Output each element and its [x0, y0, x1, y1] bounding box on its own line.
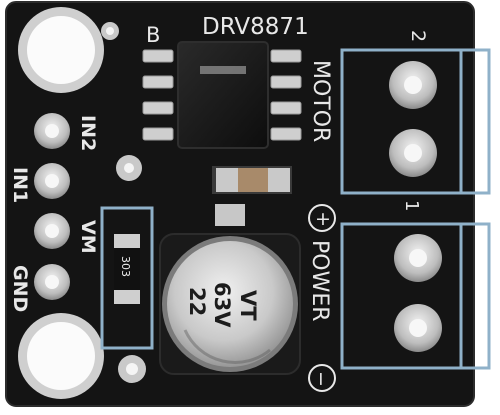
motor-terminal-block — [340, 48, 491, 195]
resistor-code: 303 — [119, 256, 132, 277]
corner-letter: B — [146, 23, 160, 47]
terminal-number-2: 2 — [407, 30, 429, 42]
capacitor-line-1: 22 — [185, 287, 209, 316]
power-label: POWER — [307, 240, 332, 322]
plus-marker: + — [308, 204, 336, 232]
power-terminal-block — [340, 222, 491, 370]
mounting-hole-top-left — [18, 7, 104, 93]
driver-chip — [142, 41, 302, 149]
chip-label: DRV8871 — [202, 14, 309, 40]
motor-terminal-pads — [389, 61, 437, 177]
vias — [101, 22, 146, 383]
pin-label-in1: IN1 — [9, 167, 31, 203]
header-pads — [34, 113, 70, 300]
pin-label-gnd: GND — [9, 265, 31, 312]
pin-label-in2: IN2 — [77, 115, 99, 151]
minus-sign: − — [310, 371, 332, 387]
cap-lead-pads — [215, 204, 245, 226]
mounting-hole-bottom-left — [18, 313, 104, 399]
capacitor-line-2: 63V — [210, 282, 234, 328]
capacitor-line-3: VT — [236, 290, 260, 321]
smd-capacitor — [212, 166, 292, 194]
terminal-number-1: 1 — [401, 200, 422, 211]
plus-sign: + — [315, 208, 331, 230]
motor-label: MOTOR — [308, 60, 333, 142]
pin-label-vm: VM — [77, 220, 99, 254]
electrolytic-capacitor: 22 63V VT — [159, 233, 301, 375]
minus-marker: − — [308, 364, 336, 392]
resistor-outline — [100, 206, 154, 350]
power-terminal-pads — [394, 234, 442, 352]
smd-resistor: 303 — [114, 234, 140, 304]
